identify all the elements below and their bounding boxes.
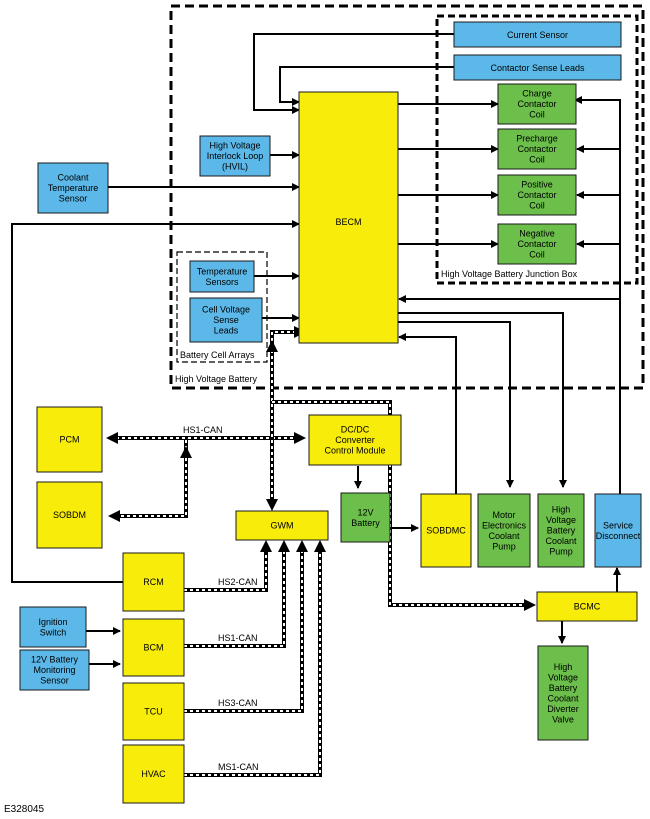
wire-motor-pump <box>398 321 514 488</box>
wire-rcm-becm <box>11 220 300 583</box>
cell-arrays-label: Battery Cell Arrays <box>180 350 255 360</box>
tcu-text: TCU <box>144 707 163 717</box>
current-sensor-text: Current Sensor <box>507 30 568 40</box>
battery-region-label: High Voltage Battery <box>175 374 258 384</box>
can-arrowheads <box>106 326 536 611</box>
contactor-sense-leads: Contactor Sense Leads <box>453 54 622 81</box>
hs3-can-label: HS3-CAN <box>218 698 258 708</box>
module-boxes: BECM Current Sensor Contactor Sense Lead… <box>19 21 642 804</box>
contactor-sense-text: Contactor Sense Leads <box>490 63 585 73</box>
hs2-can <box>184 546 268 592</box>
bcmc-text: BCMC <box>574 602 601 612</box>
gwm-module: GWM <box>235 510 329 541</box>
sobdmc-text: SOBDMC <box>426 526 466 536</box>
wire-sobdmc-becm <box>398 333 457 494</box>
rcm-text: RCM <box>143 577 164 587</box>
junction-box-region <box>435 14 639 285</box>
gwm-text: GWM <box>271 521 294 531</box>
hvac-module: HVAC <box>122 744 185 804</box>
junction-box-label: High Voltage Battery Junction Box <box>441 269 578 279</box>
bcmc-module: BCMC <box>536 591 638 622</box>
can-becm-gwm <box>270 330 300 505</box>
sobdm-module: SOBDM <box>36 481 103 549</box>
bcm-text: BCM <box>144 643 164 653</box>
bcm-module: BCM <box>122 618 185 677</box>
rcm-module: RCM <box>122 552 185 612</box>
pcm-module: PCM <box>36 406 103 473</box>
wire-current-sensor <box>253 33 454 114</box>
signal-wires <box>11 33 621 668</box>
sobdm-text: SOBDM <box>53 510 86 520</box>
ms1-can-label: MS1-CAN <box>218 762 259 772</box>
hvac-text: HVAC <box>141 769 166 779</box>
figure-id: E328045 <box>4 804 44 815</box>
becm-module: BECM <box>298 91 399 344</box>
wire-hv-pump <box>398 312 567 488</box>
becm-text: BECM <box>335 217 361 227</box>
current-sensor: Current Sensor <box>453 21 622 48</box>
wire-service-disconnect <box>574 96 621 494</box>
hs1-can-label-bcm: HS1-CAN <box>218 633 258 643</box>
high-voltage-battery-region <box>169 4 645 390</box>
hs1-can-label-top: HS1-CAN <box>183 425 223 435</box>
cell-arrays-region <box>176 251 268 363</box>
wire-contactor-sense <box>279 66 454 106</box>
pcm-text: PCM <box>60 435 80 445</box>
sobdmc-module: SOBDMC <box>420 493 472 568</box>
hs1-can-sobdm <box>114 440 188 518</box>
hs1-can-bcm <box>184 546 286 648</box>
hs2-can-label: HS2-CAN <box>218 577 258 587</box>
tcu-module: TCU <box>122 682 185 741</box>
